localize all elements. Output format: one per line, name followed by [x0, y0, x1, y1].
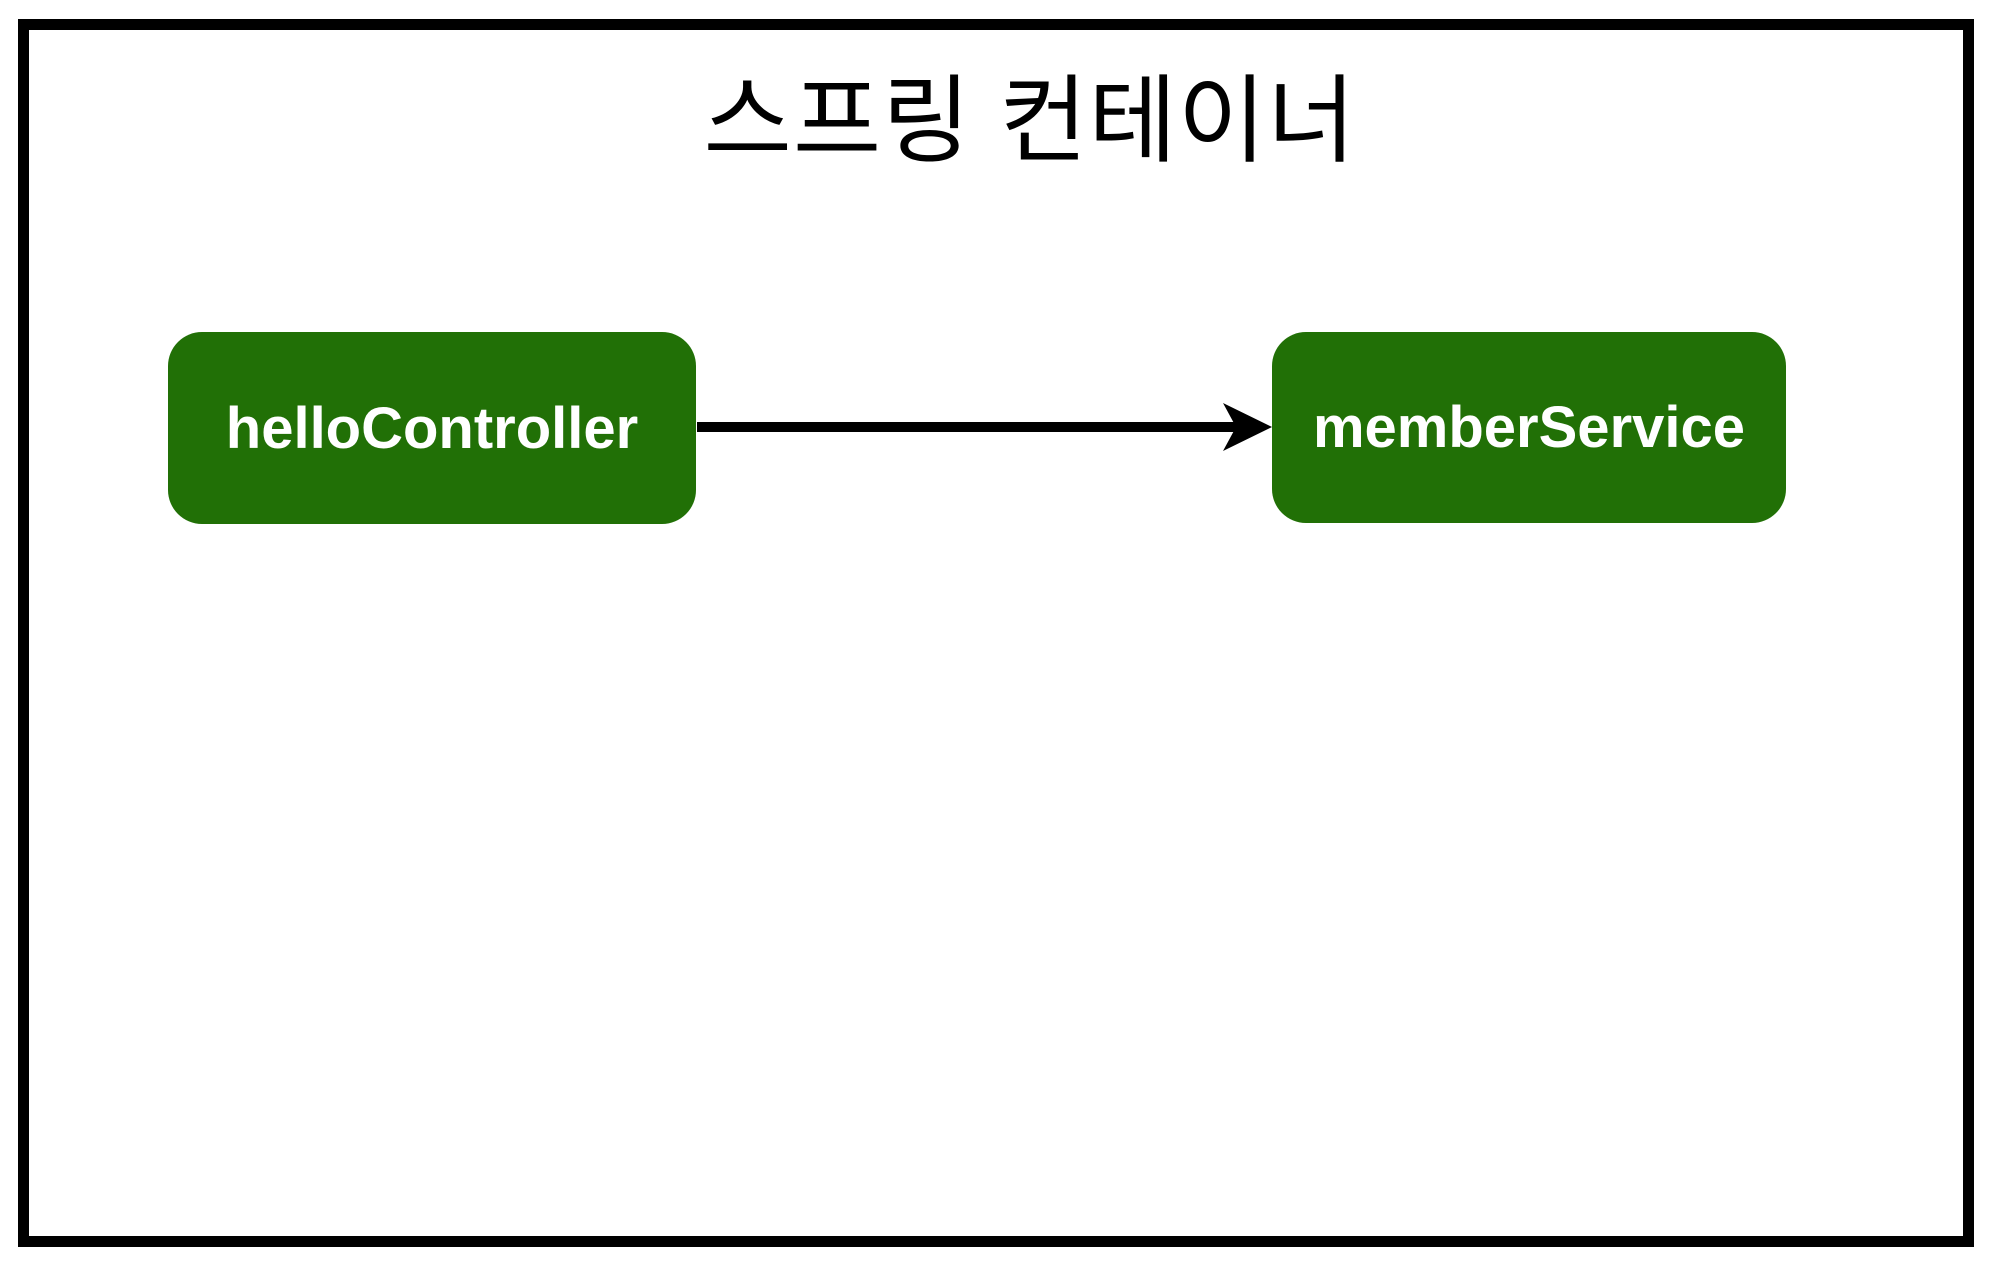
- spring-container-frame: [18, 19, 1974, 1247]
- node-hello-controller: helloController: [168, 332, 696, 524]
- diagram-title: 스프링 컨테이너: [703, 68, 1357, 175]
- node-member-service-label: memberService: [1312, 395, 1746, 460]
- node-hello-controller-label: helloController: [225, 395, 639, 461]
- node-member-service: memberService: [1272, 332, 1786, 523]
